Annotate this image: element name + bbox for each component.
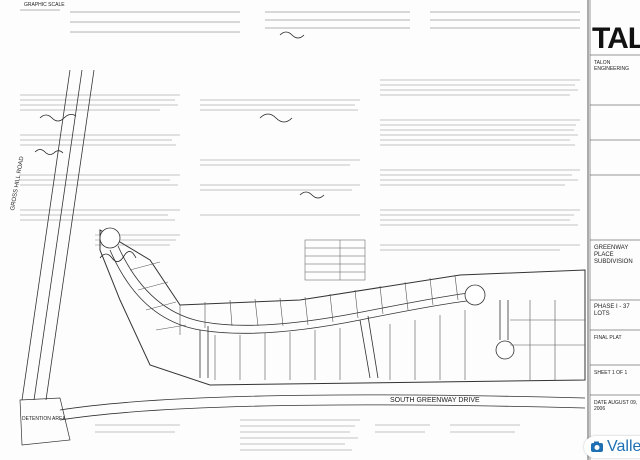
drawing-type: FINAL PLAT bbox=[594, 335, 622, 341]
cul-de-sacs bbox=[99, 227, 515, 360]
plat-data-table bbox=[304, 239, 366, 281]
camera-icon bbox=[591, 441, 603, 452]
south-greenway-drive bbox=[59, 394, 586, 421]
detention-area bbox=[19, 397, 71, 446]
sheet-label: SHEET 1 OF 1 bbox=[594, 370, 628, 376]
south-greenway-drive-label: SOUTH GREENWAY DRIVE bbox=[390, 397, 480, 404]
detention-area-label: DETENTION AREA bbox=[22, 416, 66, 422]
gross-hill-road bbox=[21, 69, 95, 401]
project-title: GREENWAY PLACE SUBDIVISION bbox=[594, 245, 633, 265]
scale-label: GRAPHIC SCALE bbox=[24, 2, 65, 8]
watermark-badge: Valle bbox=[584, 436, 640, 458]
lot-lines bbox=[129, 261, 585, 380]
date-label: DATE AUGUST 09, 2006 bbox=[594, 400, 638, 412]
certificate-text-right bbox=[200, 79, 580, 251]
subdivision-boundary bbox=[99, 229, 586, 386]
bottom-notes bbox=[95, 419, 520, 451]
signatures bbox=[34, 31, 325, 262]
phase-label: PHASE I - 37 LOTS bbox=[594, 304, 630, 317]
firm-logo: TALO bbox=[592, 22, 640, 55]
interior-street bbox=[109, 245, 509, 379]
firm-name: TALON ENGINEERING bbox=[594, 60, 630, 72]
certificate-text-left bbox=[20, 94, 180, 246]
title-block-rules bbox=[590, 54, 640, 396]
watermark-text: Valle bbox=[607, 438, 640, 455]
top-notes bbox=[20, 9, 580, 33]
